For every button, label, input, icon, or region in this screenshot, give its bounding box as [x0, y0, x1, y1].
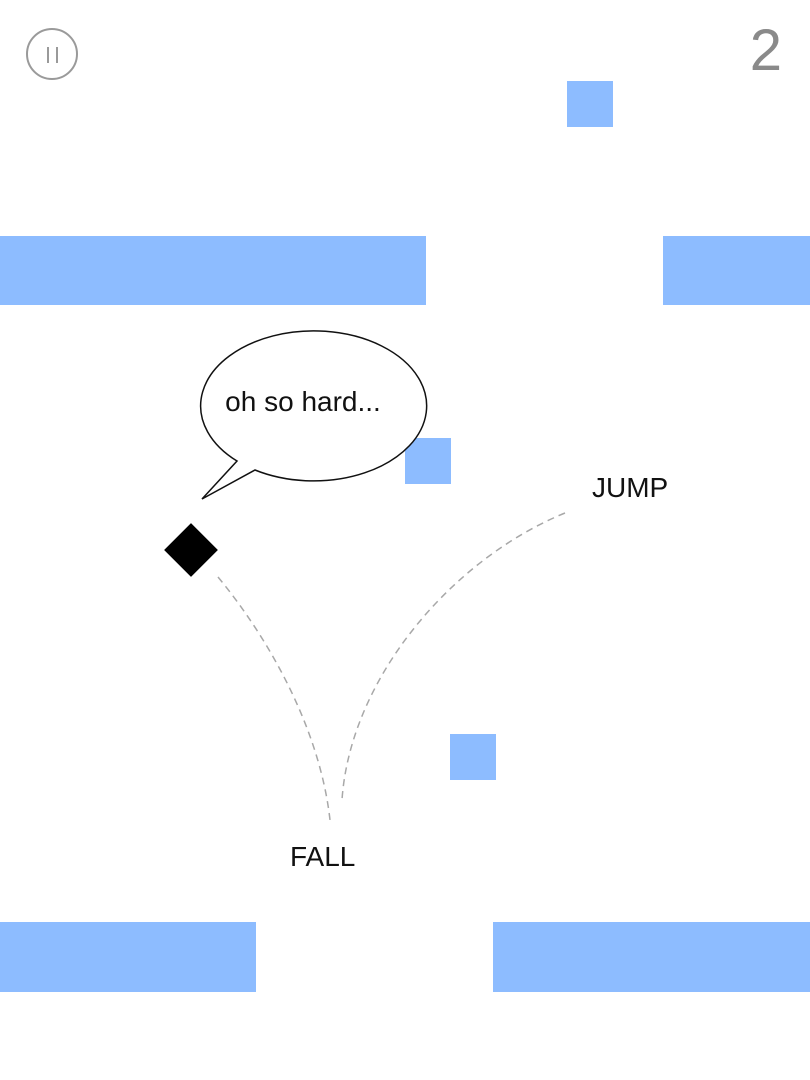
platform-lower-left [0, 922, 256, 992]
speech-bubble-text: oh so hard... [225, 386, 381, 417]
obstacle-small-middle [405, 438, 451, 484]
player-diamond [164, 523, 218, 577]
jump-hint-label: JUMP [592, 472, 669, 503]
pause-icon [47, 47, 49, 63]
platform-lower-right [493, 922, 810, 992]
pause-button[interactable] [26, 28, 78, 80]
platform-upper-right [663, 236, 810, 305]
fall-trajectory-line [217, 576, 331, 821]
pause-icon-bar [56, 47, 58, 63]
obstacle-small-top [567, 81, 613, 127]
obstacle-small-lower [450, 734, 496, 780]
score-counter: 2 [749, 18, 782, 83]
fall-hint-label: FALL [290, 841, 356, 872]
platform-upper-left [0, 236, 426, 305]
